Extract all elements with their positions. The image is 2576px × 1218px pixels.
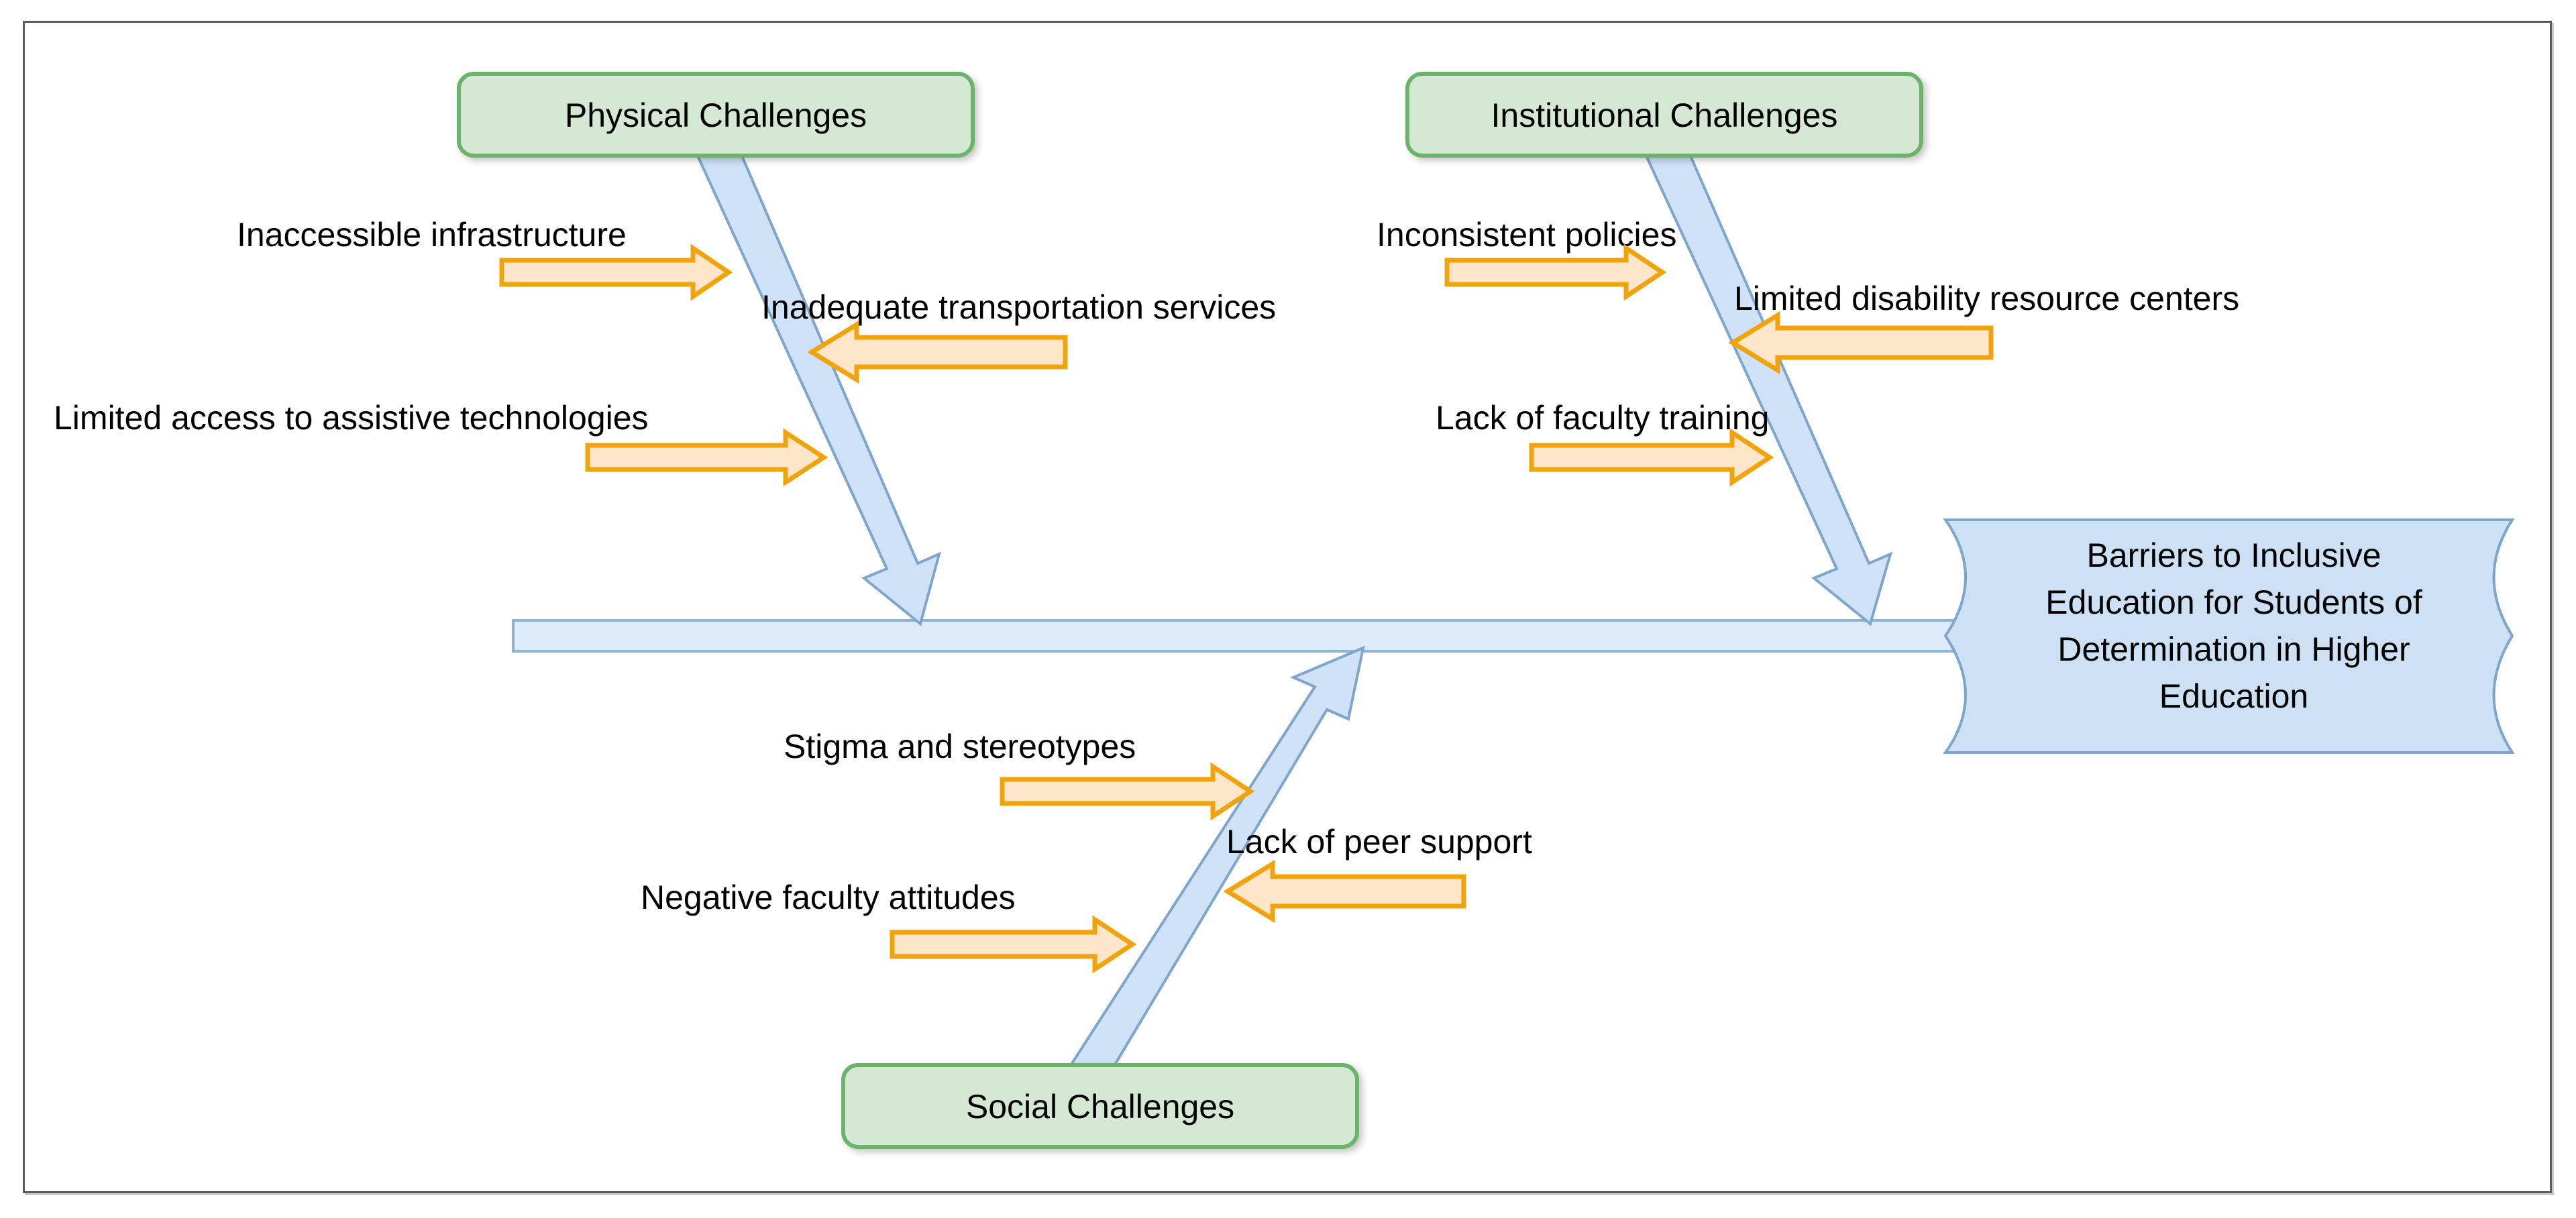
category-label-physical: Physical Challenges — [565, 97, 867, 134]
effect-box[interactable]: Barriers to Inclusive Education for Stud… — [1943, 518, 2515, 754]
effect-line-3: Determination in Higher — [2057, 630, 2410, 668]
cause-arrow-right-inaccessible-infrastructure — [499, 243, 733, 301]
cause-label-stigma-stereotypes: Stigma and stereotypes — [784, 728, 1136, 765]
effect-line-2: Education for Students of — [2045, 584, 2422, 621]
spine-arrow — [512, 600, 2036, 672]
category-box-physical[interactable] — [457, 72, 975, 158]
cause-arrow-left-inadequate-transportation — [807, 320, 1068, 384]
cause-label-negative-faculty-attitudes: Negative faculty attitudes — [641, 879, 1016, 916]
effect-line-1: Barriers to Inclusive — [2086, 537, 2381, 574]
cause-label-limited-disability-centers: Limited disability resource centers — [1734, 280, 2239, 317]
cause-arrow-right-stigma-stereotypes — [1000, 762, 1255, 821]
category-box-social[interactable] — [841, 1063, 1359, 1149]
cause-label-lack-peer-support: Lack of peer support — [1226, 823, 1532, 861]
bone-social — [1061, 645, 1365, 1077]
category-box-institutional[interactable] — [1405, 72, 1923, 158]
cause-arrow-left-limited-disability-centers — [1728, 311, 1994, 375]
cause-arrow-right-limited-assistive-tech — [585, 428, 828, 487]
cause-arrow-right-lack-faculty-training — [1529, 428, 1774, 487]
bone-physical — [694, 152, 942, 626]
effect-line-4: Education — [2159, 677, 2308, 715]
bone-institutional — [1642, 152, 1893, 626]
cause-label-inaccessible-infrastructure: Inaccessible infrastructure — [237, 216, 627, 254]
cause-label-inconsistent-policies: Inconsistent policies — [1377, 216, 1676, 254]
cause-arrow-right-inconsistent-policies — [1444, 243, 1667, 301]
cause-label-lack-faculty-training: Lack of faculty training — [1436, 399, 1770, 437]
category-label-social: Social Challenges — [966, 1088, 1234, 1125]
cause-arrow-right-negative-faculty-attitudes — [890, 915, 1137, 974]
cause-arrow-left-lack-peer-support — [1223, 859, 1466, 924]
cause-label-limited-assistive-tech: Limited access to assistive technologies — [54, 399, 649, 437]
category-label-institutional: Institutional Challenges — [1491, 97, 1838, 134]
cause-label-inadequate-transportation: Inadequate transportation services — [761, 288, 1276, 326]
